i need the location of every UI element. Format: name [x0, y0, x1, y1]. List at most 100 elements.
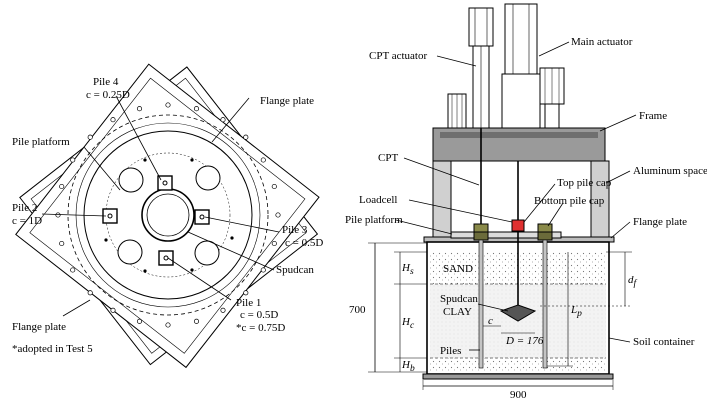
- hc-label: Hc: [401, 316, 415, 331]
- spudcan-cone: [499, 304, 537, 322]
- platform-hole-sw: [117, 239, 143, 265]
- platform-hole-nw: [118, 167, 144, 193]
- pile-right: [542, 239, 548, 369]
- bolt-holes: [55, 102, 281, 328]
- flange-plate-top-label: Flange plate: [260, 95, 314, 107]
- elevation-diagram: CPT actuator Main actuator Frame CPT Alu…: [345, 3, 707, 401]
- pile-4-c-label: c = 0.25D: [86, 89, 130, 101]
- bolt-hole: [193, 318, 200, 324]
- spudcan-label-elev: Spudcan: [440, 293, 478, 305]
- bolt-hole: [220, 117, 226, 123]
- hs-label: Hs: [401, 262, 414, 277]
- leader-spudcan: [477, 303, 509, 312]
- bolt-hole: [136, 106, 143, 112]
- bolt-hole: [70, 267, 76, 273]
- pile-1-c-alt-label: *c = 0.75D: [236, 322, 285, 334]
- bolt-hole: [59, 183, 65, 190]
- leader-pile-1: [167, 257, 232, 301]
- leader-frame: [599, 114, 637, 132]
- bolt-hole: [87, 134, 93, 140]
- platform-dot: [143, 158, 147, 162]
- flange-plate-bottom-label: Flange plate: [12, 321, 66, 333]
- width-total-label: 900: [510, 389, 527, 401]
- pile-3-c-label: c = 0.5D: [285, 237, 323, 249]
- leader-aluminum-spacer: [605, 170, 631, 184]
- bolt-hole: [70, 157, 76, 163]
- bolt-hole: [243, 290, 249, 296]
- leader-loadcell: [408, 199, 513, 223]
- pile-cap-right: [537, 223, 553, 233]
- bottom-pile-cap-right: [537, 231, 553, 241]
- spudcan-inner: [146, 193, 190, 237]
- leader-flange-top: [211, 97, 250, 143]
- piles-label: Piles: [440, 345, 461, 357]
- bottom-pile-cap-label: Bottom pile cap: [534, 195, 605, 207]
- pile-3-label: Pile 3: [282, 224, 308, 236]
- main-actuator-label: Main actuator: [571, 36, 633, 48]
- leader-cpt-actuator: [436, 55, 477, 67]
- bottom-pile-cap-left: [473, 231, 489, 241]
- pile-platform-inner-ring: [105, 152, 231, 278]
- leader-pile-4: [115, 95, 162, 181]
- platform-dot: [190, 268, 194, 272]
- flange-plate-label: Flange plate: [633, 216, 687, 228]
- bolt-hole: [55, 212, 61, 218]
- bolt-hole: [243, 134, 249, 140]
- bolt-hole: [87, 290, 93, 296]
- pile-1-c-label: c = 0.5D: [240, 309, 278, 321]
- cpt-label: CPT: [378, 152, 398, 164]
- leader-pile-platform: [395, 219, 453, 235]
- bolt-hole: [275, 212, 281, 218]
- lp-label: Lp: [570, 304, 582, 319]
- leader-soil-container: [608, 337, 631, 343]
- platform-dot: [104, 238, 108, 242]
- pile-platform-label: Pile platform: [12, 136, 70, 148]
- aluminum-spacer-left: [432, 160, 452, 238]
- plan-view-diagram: Pile 4 c = 0.25D Flange plate Pile platf…: [12, 63, 323, 369]
- pile-cap-left: [473, 223, 489, 233]
- pile-4-marker: [157, 175, 173, 191]
- pile-2-label: Pile 2: [12, 202, 37, 214]
- platform-hole-se: [194, 240, 220, 266]
- pile-1-label: Pile 1: [236, 297, 261, 309]
- loadcell: [511, 219, 525, 232]
- platform-dot: [190, 158, 194, 162]
- bolt-hole: [193, 106, 200, 112]
- height-total-label: 700: [349, 304, 366, 316]
- frame-label: Frame: [639, 110, 667, 122]
- top-pile-cap-label: Top pile cap: [557, 177, 612, 189]
- leader-spudcan: [187, 231, 275, 271]
- df-label: df: [628, 274, 638, 289]
- bolt-hole: [271, 183, 277, 190]
- bolt-hole: [165, 322, 171, 328]
- bolt-hole: [59, 240, 65, 247]
- leader-bottom-pile-cap: [547, 202, 564, 227]
- bolt-hole: [110, 117, 116, 123]
- leader-flange-plate: [610, 221, 631, 239]
- sand-label: SAND: [443, 263, 473, 275]
- bolt-hole: [136, 318, 143, 324]
- leader-flange-bottom: [62, 299, 91, 317]
- platform-hole-ne: [195, 165, 221, 191]
- pile-platform-elev: [450, 231, 562, 239]
- c-symbol: c: [488, 315, 493, 327]
- pile-platform-label: Pile platform: [345, 214, 403, 226]
- clay-label: CLAY: [443, 306, 472, 318]
- leader-top-pile-cap: [523, 183, 556, 223]
- bolt-hole: [110, 307, 116, 313]
- leader-pile-2: [41, 213, 107, 217]
- bolt-hole: [260, 267, 266, 273]
- leader-cpt: [403, 157, 480, 186]
- aluminum-spacer-label: Aluminum spacer: [633, 165, 707, 177]
- frame-top-band: [440, 132, 598, 138]
- main-actuator: [501, 3, 565, 129]
- cpt-actuator: [468, 7, 494, 129]
- bottom-sand-layer: [430, 358, 606, 372]
- bolt-hole: [271, 240, 277, 247]
- leader-pile-3: [204, 216, 280, 233]
- pile-1-marker: [158, 250, 174, 266]
- container-base: [422, 373, 614, 380]
- bolt-hole: [220, 307, 226, 313]
- platform-dot: [230, 236, 234, 240]
